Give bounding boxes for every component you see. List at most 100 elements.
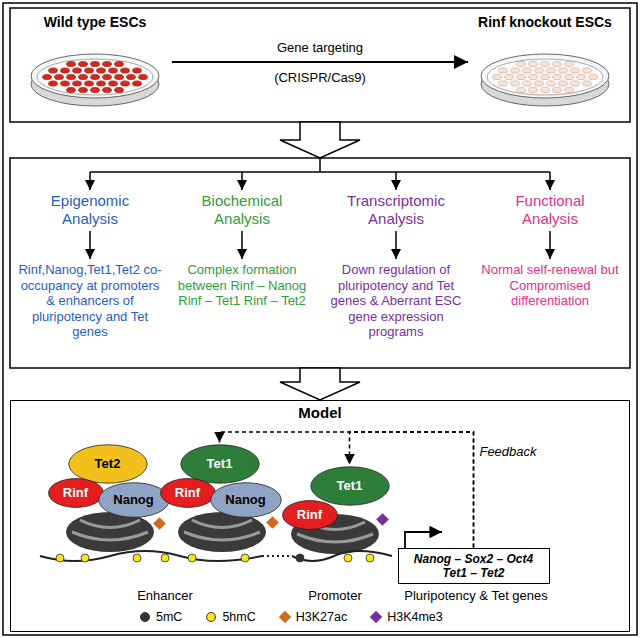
cell — [565, 74, 574, 79]
analysis-heading-text: Transcriptomic Analysis — [336, 192, 456, 228]
flow-arrow — [549, 231, 551, 259]
cell — [139, 74, 148, 79]
gene-box-text: Nanog – Sox2 – Oct4 Tet1 – Tet2 — [404, 552, 544, 581]
cell — [133, 81, 142, 86]
cell — [583, 68, 592, 73]
protein-tet2-text: Tet2 — [95, 456, 121, 472]
cell — [115, 74, 124, 79]
cell — [553, 87, 562, 92]
cell — [61, 81, 70, 86]
analysis-heading-text: Functional Analysis — [490, 192, 610, 228]
protein-tet1: Tet1 — [180, 444, 260, 484]
top-panel — [10, 8, 630, 122]
cell — [97, 81, 106, 86]
cell — [493, 74, 502, 79]
legend-text: H3K4me3 — [387, 610, 443, 624]
analysis-result: Complex formation between Rinf – Nanog R… — [169, 262, 315, 309]
methylation-dot — [344, 554, 352, 562]
cell — [49, 68, 58, 73]
cell — [85, 68, 94, 73]
cell — [79, 74, 88, 79]
protein-rinf: Rinf — [282, 500, 338, 530]
analysis-heading: Functional Analysis — [490, 192, 610, 228]
transcription-arrow — [405, 532, 442, 548]
cell — [559, 68, 568, 73]
cell — [103, 74, 112, 79]
legend-text: 5mC — [156, 610, 182, 624]
analysis-heading: Biochemical Analysis — [182, 192, 302, 228]
cell — [91, 87, 100, 92]
diagram-label: Enhancer — [135, 588, 195, 603]
methylation-dot — [241, 554, 249, 562]
cell — [547, 81, 556, 86]
protein-rinf-text: Rinf — [63, 485, 88, 501]
legend-text: H3K27ac — [296, 610, 347, 624]
dna-strand — [40, 551, 392, 561]
analysis-result-text: Normal self-renewal but Compromised diff… — [477, 262, 623, 309]
legend-item: H3K4me3 — [371, 610, 443, 624]
flow-arrow — [89, 231, 91, 259]
cell — [505, 74, 514, 79]
methylation-dot — [296, 554, 304, 562]
model-panel-text: Model — [11, 404, 629, 422]
diagram-label: (CRISPR/Cas9) — [272, 70, 368, 85]
diagram-label: Pluripotency & Tet genes — [402, 588, 550, 603]
cell — [511, 81, 520, 86]
cell — [529, 74, 538, 79]
methylation-dot — [133, 554, 141, 562]
flow-arrow — [395, 231, 397, 259]
protein-tet1-text: Tet1 — [337, 478, 363, 494]
analysis-result-text: Down regulation of pluripotency and Tet … — [323, 262, 469, 340]
cell-culture: Wild type ESCs — [20, 14, 170, 110]
legend-text: 5hmC — [222, 610, 255, 624]
cell — [67, 87, 76, 92]
cell — [589, 74, 598, 79]
cell — [565, 61, 574, 66]
cell — [553, 61, 562, 66]
cell — [109, 81, 118, 86]
protein-nanog: Nanog — [98, 482, 170, 518]
cell — [577, 74, 586, 79]
legend-item: H3K27ac — [280, 610, 347, 624]
analysis-result: Normal self-renewal but Compromised diff… — [477, 262, 623, 309]
cell — [73, 68, 82, 73]
cell-culture-text: Rinf knockout ESCs — [470, 14, 620, 31]
cell — [517, 61, 526, 66]
cell — [583, 81, 592, 86]
cell — [565, 87, 574, 92]
cell — [529, 87, 538, 92]
cell — [115, 61, 124, 66]
protein-nanog-text: Nanog — [113, 492, 153, 508]
legend-item: 5mC — [140, 610, 182, 624]
cell — [499, 81, 508, 86]
cell — [541, 87, 550, 92]
cell — [55, 74, 64, 79]
methylation-dot — [81, 554, 89, 562]
cell — [67, 74, 76, 79]
cell-culture-text: Wild type ESCs — [20, 14, 170, 31]
cell — [133, 68, 142, 73]
methylation-dot — [56, 554, 64, 562]
cell — [121, 68, 130, 73]
protein-rinf: Rinf — [160, 478, 216, 508]
protein-nanog-text: Nanog — [225, 492, 265, 508]
cell — [547, 68, 556, 73]
cell — [43, 74, 52, 79]
methylation-dot — [188, 554, 196, 562]
cell — [73, 81, 82, 86]
analysis-result-text: Rinf,Nanog,Tet1,Tet2 co-occupancy at pro… — [17, 262, 163, 340]
protein-rinf-text: Rinf — [175, 485, 200, 501]
cell — [535, 81, 544, 86]
analysis-heading-text: Biochemical Analysis — [182, 192, 302, 228]
methylation-dots — [56, 554, 374, 562]
cell — [67, 61, 76, 66]
analysis-result: Rinf,Nanog,Tet1,Tet2 co-occupancy at pro… — [17, 262, 163, 340]
cell — [103, 61, 112, 66]
cell — [91, 61, 100, 66]
legend-swatch — [206, 612, 216, 622]
protein-tet2: Tet2 — [68, 444, 148, 484]
cell — [115, 87, 124, 92]
cell — [97, 68, 106, 73]
diagram-label: Feedback — [477, 444, 538, 459]
cell — [511, 68, 520, 73]
